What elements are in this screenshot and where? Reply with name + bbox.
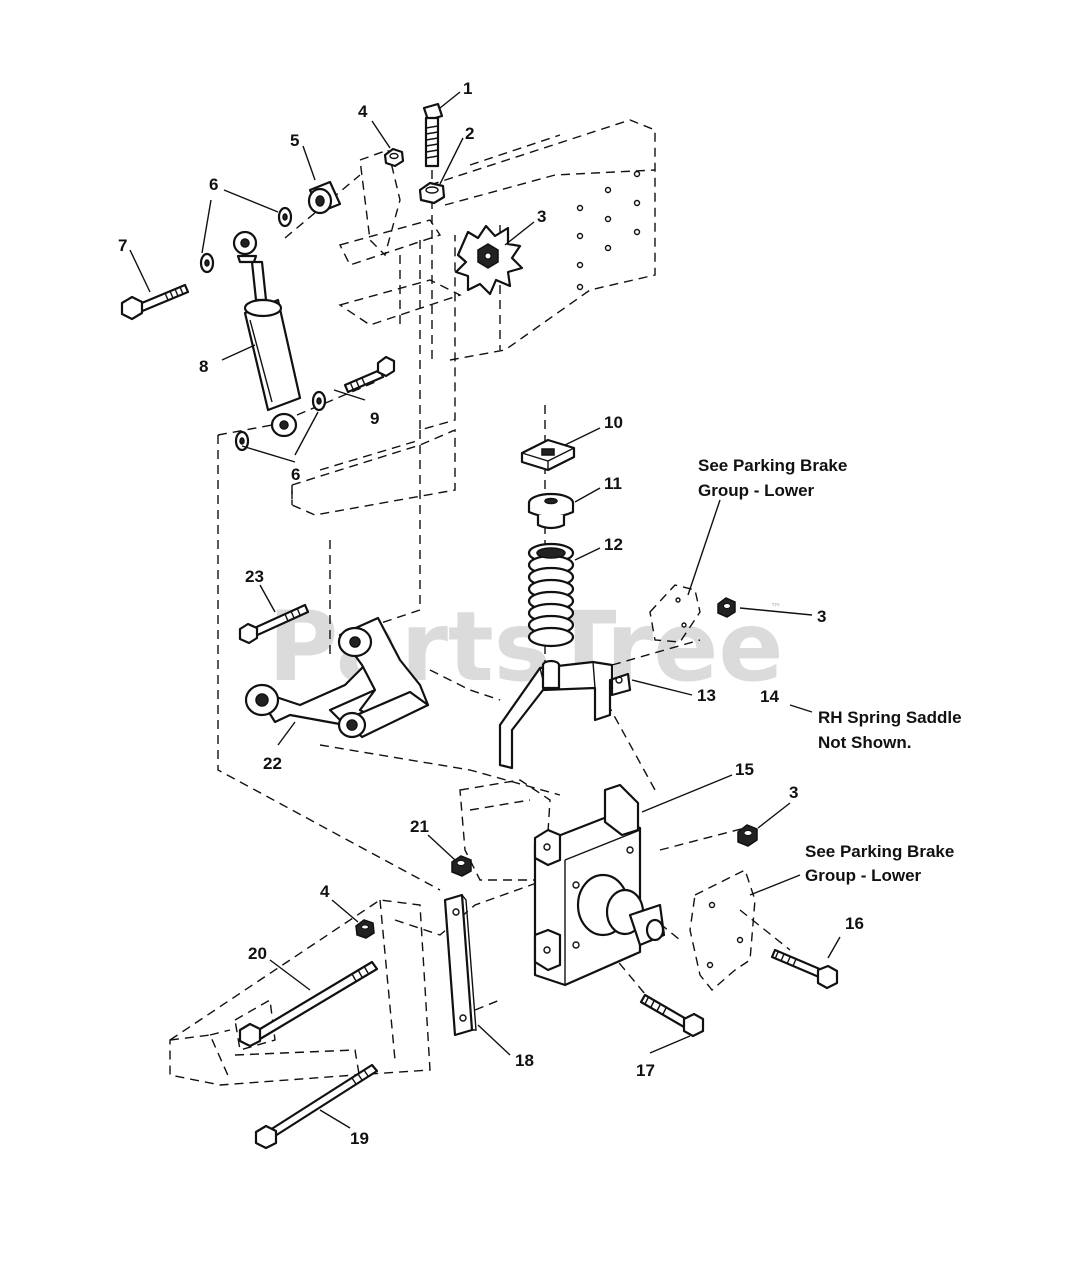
callout-9: 9 bbox=[370, 409, 379, 428]
callout-5: 5 bbox=[290, 131, 299, 150]
part-15-spindle-bracket bbox=[533, 783, 666, 987]
note-parking-brake-upper-line-2: Group - Lower bbox=[698, 481, 815, 500]
callout-4-lower: 4 bbox=[320, 882, 330, 901]
part-11-spacer bbox=[527, 492, 575, 530]
callout-12: 12 bbox=[604, 535, 623, 554]
part-1-bolt bbox=[422, 102, 444, 168]
part-5-bushing bbox=[307, 180, 342, 215]
part-12-spring bbox=[527, 542, 575, 648]
note-parking-brake-upper-line-1: See Parking Brake bbox=[698, 456, 847, 475]
note-parking-brake-upper: See Parking Brake Group - Lower bbox=[698, 456, 847, 500]
callout-4-upper: 4 bbox=[358, 102, 368, 121]
note-parking-brake-lower-line-2: Group - Lower bbox=[805, 866, 922, 885]
parking-brake-bracket-upper bbox=[649, 584, 701, 643]
callout-22: 22 bbox=[263, 754, 282, 773]
callout-17: 17 bbox=[636, 1061, 655, 1080]
callout-8: 8 bbox=[199, 357, 208, 376]
callout-19: 19 bbox=[350, 1129, 369, 1148]
part-6-washer-lower-b bbox=[234, 430, 250, 452]
part-16-bolt bbox=[770, 948, 839, 990]
shock-mount-bracket bbox=[291, 149, 462, 516]
part-3-lock-nut-right bbox=[717, 597, 736, 618]
part-6-washer-upper-b bbox=[199, 252, 215, 274]
part-21-nut bbox=[451, 855, 472, 877]
part-6-washer-lower-a bbox=[311, 390, 327, 412]
callout-6-lower: 6 bbox=[291, 465, 300, 484]
note-rh-spring-saddle: RH Spring Saddle Not Shown. bbox=[818, 708, 962, 752]
callout-3-lower: 3 bbox=[789, 783, 798, 802]
callout-10: 10 bbox=[604, 413, 623, 432]
callout-3-right: 3 bbox=[817, 607, 826, 626]
part-13-spring-saddle bbox=[498, 659, 632, 770]
part-8-shock-absorber bbox=[232, 230, 302, 438]
callout-6-upper: 6 bbox=[209, 175, 218, 194]
part-10-plate bbox=[520, 438, 576, 472]
lower-frame bbox=[169, 779, 551, 1086]
note-rh-spring-saddle-line-1: RH Spring Saddle bbox=[818, 708, 962, 727]
callout-2: 2 bbox=[465, 124, 474, 143]
callout-13: 13 bbox=[697, 686, 716, 705]
callout-3-upper: 3 bbox=[537, 207, 546, 226]
note-parking-brake-lower-line-1: See Parking Brake bbox=[805, 842, 954, 861]
part-7-bolt bbox=[120, 283, 190, 321]
callout-15: 15 bbox=[735, 760, 754, 779]
part-19-long-bolt bbox=[254, 1063, 379, 1150]
watermark-trademark: ™ bbox=[770, 601, 782, 615]
note-rh-spring-saddle-line-2: Not Shown. bbox=[818, 733, 911, 752]
callout-16: 16 bbox=[845, 914, 864, 933]
callout-14: 14 bbox=[760, 687, 779, 706]
callout-23: 23 bbox=[245, 567, 264, 586]
part-4-nut-upper bbox=[383, 147, 405, 168]
parking-brake-bracket-lower bbox=[689, 869, 756, 992]
callout-labels: 1 2 3 4 5 6 7 8 9 6 10 11 12 3 13 14 15 … bbox=[118, 79, 864, 1148]
callout-20: 20 bbox=[248, 944, 267, 963]
callout-18: 18 bbox=[515, 1051, 534, 1070]
part-18-strap bbox=[443, 893, 477, 1037]
callout-7: 7 bbox=[118, 236, 127, 255]
part-9-bolt bbox=[343, 355, 396, 394]
part-22-a-arm bbox=[244, 616, 430, 739]
part-4-nut-lower bbox=[355, 919, 375, 939]
callout-1: 1 bbox=[463, 79, 472, 98]
callout-11: 11 bbox=[604, 474, 622, 493]
leader-lines bbox=[129, 91, 841, 1129]
part-20-long-bolt bbox=[238, 960, 379, 1048]
part-3-lock-nut-lower bbox=[737, 824, 758, 847]
part-6-washer-upper-a bbox=[277, 206, 293, 228]
part-3-lock-nut-upper bbox=[454, 224, 524, 296]
part-2-nut bbox=[418, 181, 446, 205]
part-17-bolt bbox=[639, 993, 705, 1038]
part-23-bolt bbox=[238, 603, 310, 645]
note-parking-brake-lower: See Parking Brake Group - Lower bbox=[805, 842, 954, 885]
frame-holes bbox=[576, 170, 641, 291]
callout-21: 21 bbox=[410, 817, 429, 836]
